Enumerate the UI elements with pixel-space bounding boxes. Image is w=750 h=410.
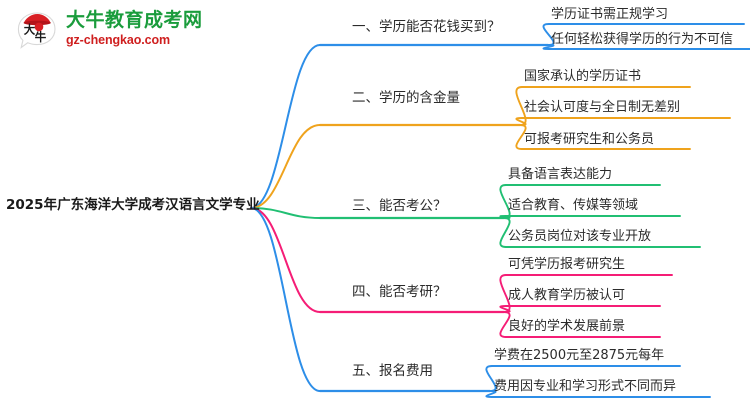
leaf-label-4-1[interactable]: 可凭学历报考研究生 <box>508 257 626 272</box>
branch-label-3[interactable]: 三、能否考公？ <box>352 198 447 214</box>
svg-text:牛: 牛 <box>35 30 47 44</box>
branch-label-1[interactable]: 一、学历能否花钱买到？ <box>352 19 501 35</box>
leaf-label-4-3[interactable]: 良好的学术发展前景 <box>508 319 626 334</box>
branch-label-2[interactable]: 二、学历的含金量 <box>352 90 460 106</box>
leaf-label-2-1[interactable]: 国家承认的学历证书 <box>524 69 642 84</box>
bull-speech-bubble-icon: 大 牛 <box>17 12 56 49</box>
root-topic: 2025年广东海洋大学成考汉语言文学专业 <box>6 197 260 213</box>
leaf-label-5-1[interactable]: 学费在2500元至2875元每年 <box>494 348 665 363</box>
leaf-label-2-3[interactable]: 可报考研究生和公务员 <box>524 132 655 147</box>
leaf-label-1-2[interactable]: 任何轻松获得学历的行为不可信 <box>551 32 734 47</box>
branch-label-4[interactable]: 四、能否考研？ <box>352 284 447 300</box>
site-logo: 大 牛 大牛教育成考网 gz-chengkao.com <box>14 6 244 56</box>
leaf-label-2-2[interactable]: 社会认可度与全日制无差别 <box>524 100 681 115</box>
leaf-label-3-1[interactable]: 具备语言表达能力 <box>508 167 613 182</box>
logo-wordmark: 大牛教育成考网 gz-chengkao.com <box>66 9 246 48</box>
leaf-label-3-3[interactable]: 公务员岗位对该专业开放 <box>508 229 652 244</box>
leaf-label-1-1[interactable]: 学历证书需正规学习 <box>551 7 669 22</box>
logo-name-cn: 大牛教育成考网 <box>66 9 203 31</box>
svg-text:大: 大 <box>24 23 36 37</box>
branch-label-5[interactable]: 五、报名费用 <box>352 363 433 379</box>
leaf-label-5-2[interactable]: 费用因专业和学习形式不同而异 <box>494 379 677 394</box>
logo-name-en: gz-chengkao.com <box>66 33 171 47</box>
leaf-label-3-2[interactable]: 适合教育、传媒等领域 <box>508 198 639 213</box>
leaf-label-4-2[interactable]: 成人教育学历被认可 <box>508 288 626 303</box>
